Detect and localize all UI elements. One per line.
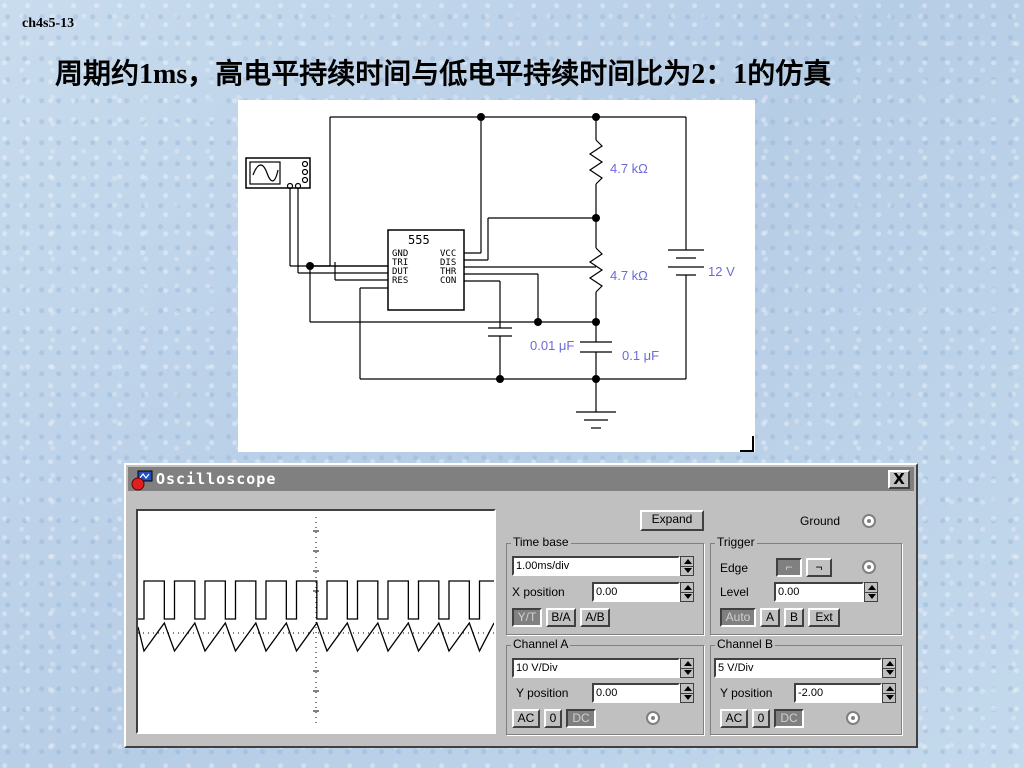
- control-cap-label: 0.01 μF: [530, 338, 574, 353]
- channel-a-trace: [138, 580, 494, 620]
- pin-dut: DUT: [392, 267, 409, 277]
- edge-label: Edge: [720, 561, 749, 575]
- channel-a-group: Channel A: [506, 637, 704, 735]
- circuit-schematic: 555 GND TRI DUT RES VCC DIS THR CON 4.7 …: [238, 100, 755, 452]
- x-position-label: X position: [512, 585, 565, 599]
- pin-res: RES: [392, 276, 408, 286]
- r1-label: 4.7 kΩ: [610, 161, 648, 176]
- channel-a-scale-field[interactable]: 10 V/Div: [512, 658, 680, 678]
- channel-b-ypos-stepper[interactable]: [882, 683, 896, 703]
- level-stepper[interactable]: [864, 582, 878, 602]
- trigger-group: Trigger: [710, 535, 902, 635]
- pin-dis: DIS: [440, 258, 456, 268]
- channel-b-ypos-label: Y position: [720, 686, 773, 700]
- oscilloscope-window: Oscilloscope X Expand Ground Time base 1…: [124, 463, 918, 748]
- r2-label: 4.7 kΩ: [610, 268, 648, 283]
- pin-thr: THR: [440, 267, 457, 277]
- channel-b-terminal[interactable]: [846, 711, 860, 725]
- trigger-label: Trigger: [715, 535, 757, 549]
- slide-code: ch4s5-13: [22, 16, 75, 31]
- oscilloscope-app-icon: [131, 470, 153, 491]
- channel-a-ypos-field[interactable]: 0.00: [592, 683, 680, 703]
- ground-label: Ground: [800, 514, 841, 528]
- timing-cap-label: 0.1 μF: [622, 348, 659, 363]
- channel-a-ypos-label: Y position: [516, 686, 569, 700]
- x-position-stepper[interactable]: [680, 582, 694, 602]
- trigger-ext-button[interactable]: Ext: [808, 608, 840, 627]
- channel-a-scale-stepper[interactable]: [680, 658, 694, 678]
- supply-label: 12 V: [708, 264, 735, 279]
- circuit-corner-mark: [740, 436, 754, 452]
- channel-b-zero-button[interactable]: 0: [752, 709, 770, 728]
- channel-a-zero-button[interactable]: 0: [544, 709, 562, 728]
- channel-b-group: Channel B: [710, 637, 902, 735]
- channel-b-dc-button[interactable]: DC: [774, 709, 804, 728]
- trigger-auto-button[interactable]: Auto: [720, 608, 756, 627]
- x-position-field[interactable]: 0.00: [592, 582, 680, 602]
- trigger-b-button[interactable]: B: [784, 608, 804, 627]
- slide-title: 周期约1ms，高电平持续时间与低电平持续时间比为2：1的仿真: [55, 59, 832, 90]
- close-button[interactable]: X: [888, 470, 910, 489]
- channel-b-scale-field[interactable]: 5 V/Div: [714, 658, 882, 678]
- channel-b-scale-stepper[interactable]: [882, 658, 896, 678]
- channel-b-trace: [138, 621, 494, 653]
- edge-falling-button[interactable]: ¬: [806, 558, 832, 577]
- time-base-field[interactable]: 1.00ms/div: [512, 556, 680, 576]
- mode-ba-button[interactable]: B/A: [546, 608, 576, 627]
- channel-b-label: Channel B: [715, 637, 776, 651]
- level-field[interactable]: 0.00: [774, 582, 864, 602]
- time-base-label: Time base: [511, 535, 571, 549]
- expand-button[interactable]: Expand: [640, 510, 704, 531]
- channel-b-ac-button[interactable]: AC: [720, 709, 748, 728]
- channel-a-ypos-stepper[interactable]: [680, 683, 694, 703]
- channel-b-ypos-field[interactable]: -2.00: [794, 683, 882, 703]
- time-base-group: Time base: [506, 535, 704, 635]
- channel-a-dc-button[interactable]: DC: [566, 709, 596, 728]
- channel-a-terminal[interactable]: [646, 711, 660, 725]
- pin-gnd: GND: [392, 249, 408, 259]
- ground-terminal[interactable]: [862, 514, 876, 528]
- titlebar[interactable]: Oscilloscope X: [128, 467, 914, 491]
- time-base-stepper[interactable]: [680, 556, 694, 576]
- scope-screen: [136, 509, 496, 734]
- edge-rising-button[interactable]: ⌐: [776, 558, 802, 577]
- mode-yt-button[interactable]: Y/T: [512, 608, 542, 627]
- channel-a-ac-button[interactable]: AC: [512, 709, 540, 728]
- level-label: Level: [720, 585, 749, 599]
- chip-name: 555: [408, 233, 430, 247]
- trigger-a-button[interactable]: A: [760, 608, 780, 627]
- channel-a-label: Channel A: [511, 637, 571, 651]
- mode-ab-button[interactable]: A/B: [580, 608, 610, 627]
- tick-marks: [313, 530, 319, 712]
- pin-vcc: VCC: [440, 249, 456, 259]
- trigger-terminal[interactable]: [862, 560, 876, 574]
- pin-con: CON: [440, 276, 456, 286]
- window-title: Oscilloscope: [156, 470, 277, 488]
- pin-tri: TRI: [392, 258, 408, 268]
